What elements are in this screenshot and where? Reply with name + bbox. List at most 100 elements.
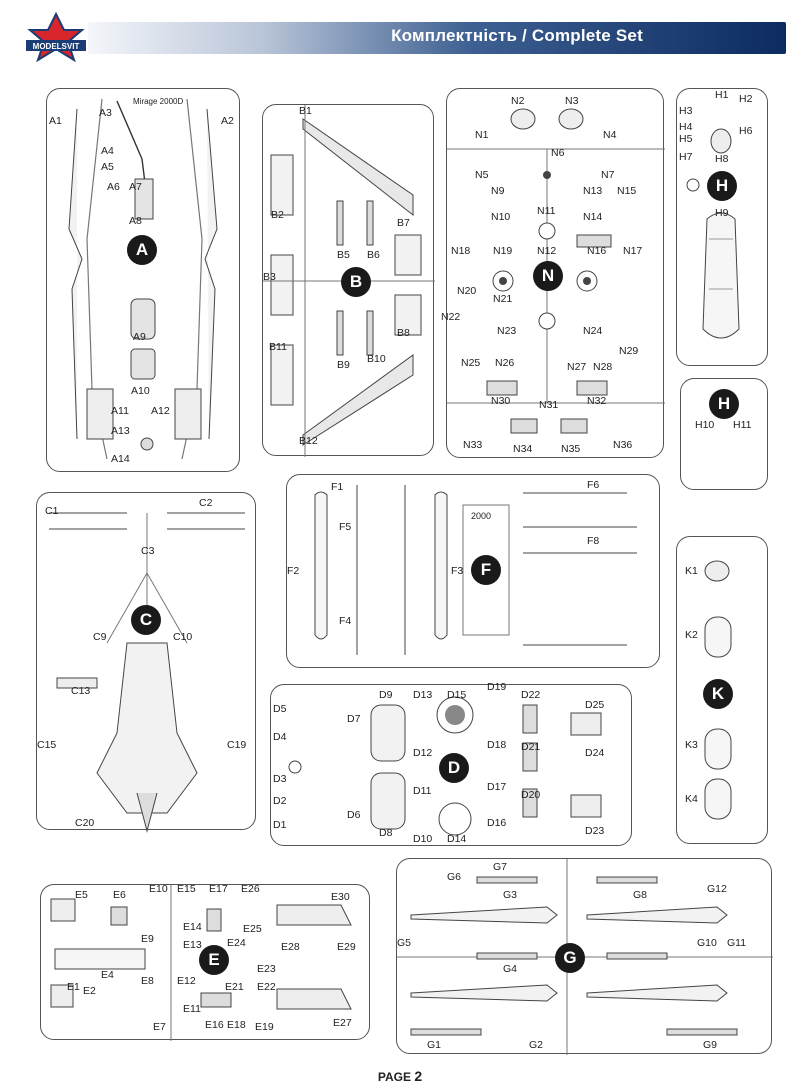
part-label-g2: G2	[529, 1039, 544, 1051]
part-label-d13: D13	[413, 689, 433, 701]
part-label-d10: D10	[413, 833, 433, 845]
page-header: Комплектність / Complete Set MODELSVIT	[18, 12, 786, 63]
part-label-e27: E27	[333, 1017, 352, 1029]
part-label-d11: D11	[413, 785, 432, 797]
part-label-a7: A7	[129, 181, 142, 193]
part-label-e4: E4	[101, 969, 114, 981]
header-bar: Комплектність / Complete Set	[88, 22, 786, 54]
part-label-f8: F8	[587, 535, 600, 547]
part-label-a5: A5	[101, 161, 114, 173]
part-label-n5: N5	[475, 169, 489, 181]
part-label-n1: N1	[475, 129, 489, 141]
part-label-e5: E5	[75, 889, 88, 901]
part-label-a8: A8	[129, 215, 142, 227]
part-label-n31: N31	[539, 399, 559, 411]
part-label-c2: C2	[199, 497, 213, 509]
part-label-n19: N19	[493, 245, 513, 257]
part-label-b6: B6	[367, 249, 380, 261]
page-title: Комплектність / Complete Set	[391, 26, 643, 45]
sprue-a: A Mirage 2000D A1 A2 A3 A4 A5 A6 A7 A8 A…	[46, 88, 240, 472]
sprue-d-parts	[288, 696, 602, 836]
part-label-b11: B11	[269, 341, 287, 353]
part-label-h6: H6	[739, 125, 753, 137]
part-label-e12: E12	[177, 975, 196, 987]
sprue-e: E E1 E2 E4 E5 E6 E7 E8 E9 E10 E11 E12 E1…	[40, 883, 370, 1041]
part-label-n12: N12	[537, 245, 557, 257]
part-label-n18: N18	[451, 245, 471, 257]
part-label-e24: E24	[227, 937, 246, 949]
sprue-b: B B1 B2 B3 B5 B6 B7 B8 B9 B10 B11 B12	[262, 104, 435, 457]
part-label-e19: E19	[255, 1021, 274, 1033]
part-label-b3: B3	[263, 271, 276, 283]
sprue-k-label: K	[703, 679, 733, 709]
part-label-d20: D20	[521, 789, 541, 801]
sprue-a-label: A	[127, 235, 157, 265]
part-label-d21: D21	[521, 741, 541, 753]
sprue-g: G G1 G2 G3 G4 G5 G6 G7 G8 G9 G10 G11 G12	[396, 858, 773, 1055]
part-label-c20: C20	[75, 817, 95, 829]
part-label-d6: D6	[347, 809, 361, 821]
part-label-n32: N32	[587, 395, 607, 407]
part-label-n34: N34	[513, 443, 533, 455]
sprue-c-parts	[49, 512, 245, 833]
part-label-g12: G12	[707, 883, 727, 895]
part-label-n14: N14	[583, 211, 603, 223]
modelsvit-logo: MODELSVIT	[26, 12, 86, 63]
part-label-k1: K1	[685, 565, 698, 577]
part-label-h8: H8	[715, 153, 729, 165]
sprue-f: F 2000 F1 F2 F3 F4 F5 F6 F8	[286, 474, 660, 668]
part-label-e6: E6	[113, 889, 126, 901]
part-label-e14: E14	[183, 921, 202, 933]
part-label-h11: H11	[733, 419, 752, 431]
part-label-h9: H9	[715, 207, 729, 219]
part-label-n21: N21	[493, 293, 513, 305]
page-number: 2	[414, 1068, 423, 1084]
part-label-n28: N28	[593, 361, 613, 373]
part-label-n2: N2	[511, 95, 525, 107]
part-label-d9: D9	[379, 689, 393, 701]
part-label-k3: K3	[685, 739, 698, 751]
part-label-h10: H10	[695, 419, 715, 431]
part-label-c3: C3	[141, 545, 155, 557]
part-label-e9: E9	[141, 933, 154, 945]
part-label-d17: D17	[487, 781, 507, 793]
part-label-n9: N9	[491, 185, 505, 197]
part-label-n13: N13	[583, 185, 603, 197]
part-label-f1: F1	[331, 481, 344, 493]
part-label-g7: G7	[493, 861, 508, 873]
part-label-d3: D3	[273, 773, 287, 785]
part-label-n35: N35	[561, 443, 581, 455]
sprue-e-parts	[50, 885, 352, 1041]
sprue-n-label: N	[533, 261, 563, 291]
part-label-d12: D12	[413, 747, 433, 759]
page-label: PAGE	[377, 1070, 411, 1084]
part-label-d2: D2	[273, 795, 287, 807]
part-label-g5: G5	[397, 937, 412, 949]
part-label-h1: H1	[715, 89, 729, 101]
part-label-k2: K2	[685, 629, 698, 641]
part-label-n17: N17	[623, 245, 643, 257]
part-label-c19: C19	[227, 739, 247, 751]
part-label-b1: B1	[299, 105, 312, 117]
part-label-g10: G10	[697, 937, 717, 949]
part-label-c10: C10	[173, 631, 193, 643]
part-label-c9: C9	[93, 631, 107, 643]
part-label-d14: D14	[447, 833, 467, 845]
part-label-d4: D4	[273, 731, 287, 743]
part-label-d1: D1	[273, 819, 287, 831]
part-label-e13: E13	[183, 939, 202, 951]
sprue-h-top-parts	[686, 128, 740, 339]
part-label-e8: E8	[141, 975, 154, 987]
part-label-g11: G11	[727, 937, 747, 949]
part-label-n22: N22	[441, 311, 461, 323]
part-label-c1: C1	[45, 505, 59, 517]
part-label-b12: B12	[299, 435, 318, 447]
part-label-g3: G3	[503, 889, 518, 901]
part-label-h2: H2	[739, 93, 753, 105]
sprue-a-parts	[68, 98, 218, 460]
part-label-g6: G6	[447, 871, 462, 883]
part-label-d19: D19	[487, 681, 507, 693]
part-label-n11: N11	[537, 205, 556, 217]
part-label-a2: A2	[221, 115, 234, 127]
page-footer: PAGE 2	[0, 1068, 800, 1084]
